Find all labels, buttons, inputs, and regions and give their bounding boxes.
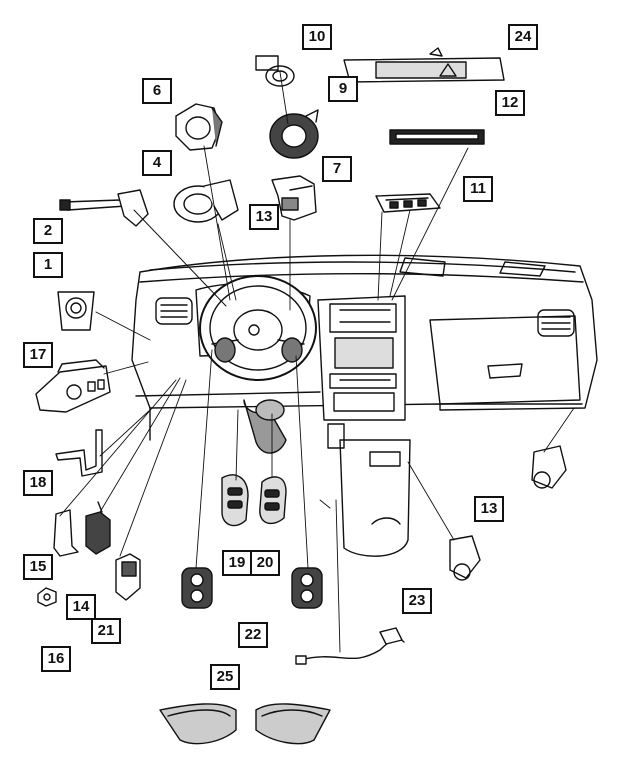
part-21-switch [115,553,141,601]
callout-13-upper[interactable]: 13 [249,204,279,230]
floor-console [327,423,411,557]
steering-wheel [199,275,317,454]
callout-11[interactable]: 11 [463,176,493,202]
callout-1[interactable]: 1 [33,252,63,278]
callout-13-lower[interactable]: 13 [474,496,504,522]
part-13-lower-switch [449,535,481,581]
callout-9[interactable]: 9 [328,76,358,102]
part-12-switch-strip [389,129,485,145]
callout-23[interactable]: 23 [402,588,432,614]
part-4-airbag-clockspring [173,179,239,223]
callout-24[interactable]: 24 [508,24,538,50]
part-6-switch-housing [175,103,223,151]
leader-lines [59,71,575,653]
callout-16[interactable]: 16 [41,646,71,672]
part-9-hazard-panel [343,47,505,83]
part-15-bracket [53,509,79,557]
callout-15[interactable]: 15 [23,554,53,580]
callout-7[interactable]: 7 [322,156,352,182]
callout-21[interactable]: 21 [91,618,121,644]
part-17-switch-assembly [35,359,111,413]
callout-25[interactable]: 25 [210,664,240,690]
part-10-clockspring [255,55,295,87]
part-20-steering-control [259,476,287,525]
part-2-multifunction-switch [59,189,227,307]
part-16-nut [37,587,57,607]
callout-4[interactable]: 4 [142,150,172,176]
callout-2[interactable]: 2 [33,218,63,244]
part-23-wire-harness [295,627,405,665]
part-25-bezel-left [159,703,237,745]
part-14-relay [85,501,111,555]
callout-20[interactable]: 20 [250,550,280,576]
part-19-steering-control [221,474,249,527]
part-7-clockspring [269,109,319,159]
callout-19[interactable]: 19 [222,550,252,576]
callout-6[interactable]: 6 [142,78,172,104]
callout-18[interactable]: 18 [23,470,53,496]
callout-14[interactable]: 14 [66,594,96,620]
callout-22[interactable]: 22 [238,622,268,648]
callout-17[interactable]: 17 [23,342,53,368]
part-18-bracket [55,429,103,477]
part-13-right-module [531,445,567,489]
callout-12[interactable]: 12 [495,90,525,116]
callout-10[interactable]: 10 [302,24,332,50]
part-13-ignition-switch [271,175,317,221]
part-1-headlamp-knob [57,291,95,331]
part-25-bezel-right [255,703,331,745]
instrument-panel [131,254,598,441]
part-22-switch-right [291,567,323,609]
part-22-switch-left [181,567,213,609]
part-11-switch-bank [375,193,441,213]
